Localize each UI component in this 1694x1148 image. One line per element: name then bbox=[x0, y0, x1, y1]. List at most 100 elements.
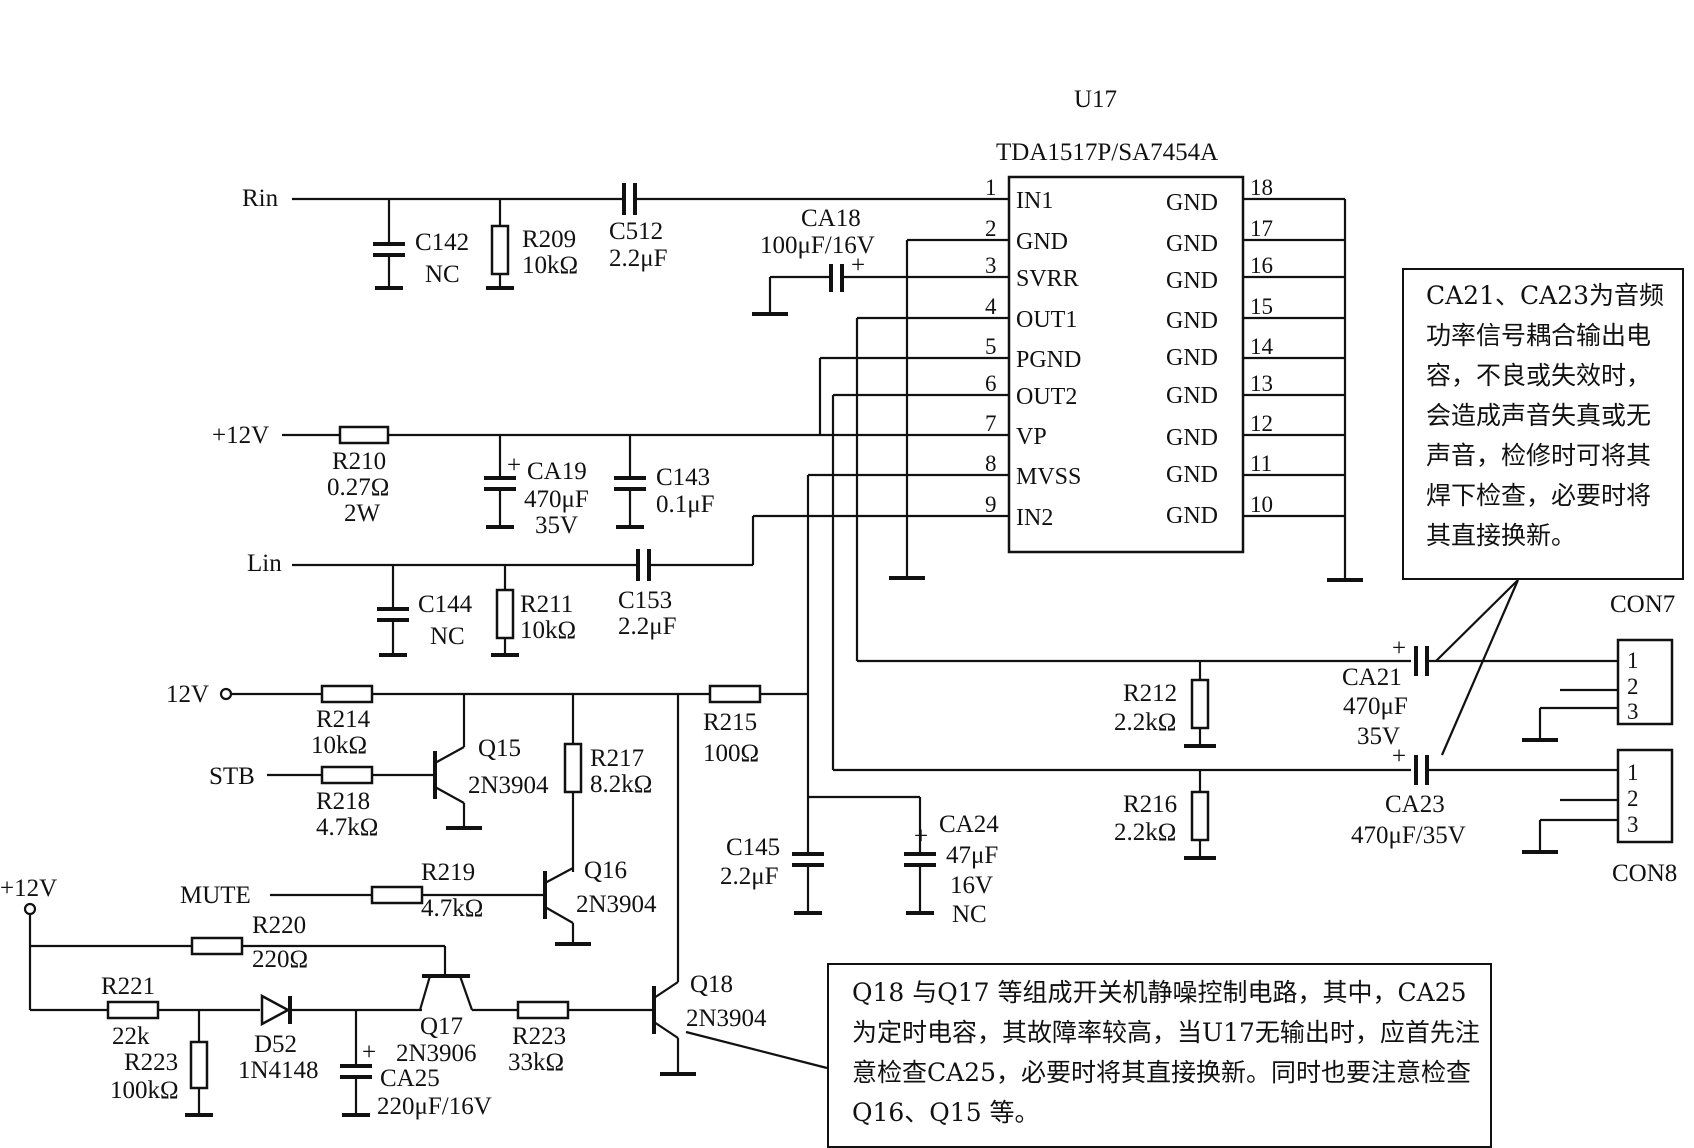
c142-value: NC bbox=[425, 261, 460, 288]
net-label-lin: Lin bbox=[247, 550, 282, 577]
ca25-plus: + bbox=[362, 1039, 376, 1066]
ca21-ref: CA21 bbox=[1342, 664, 1402, 691]
c144-ref: C144 bbox=[418, 591, 473, 618]
ca23-plus: + bbox=[1392, 743, 1406, 770]
pin-name: PGND bbox=[1016, 347, 1081, 373]
c512-ref: C512 bbox=[609, 218, 663, 245]
q15-ref: Q15 bbox=[478, 735, 521, 762]
ca25-value: 220μF/16V bbox=[377, 1093, 492, 1120]
pin-number: 3 bbox=[985, 253, 997, 278]
q16-value: 2N3904 bbox=[576, 891, 657, 918]
r215-ref: R215 bbox=[703, 709, 757, 736]
r219-ref: R219 bbox=[421, 859, 475, 886]
r218-ref: R218 bbox=[316, 788, 370, 815]
ca24-ref: CA24 bbox=[939, 811, 999, 838]
pin-name: GND bbox=[1166, 268, 1218, 294]
ic-designator: U17 bbox=[1074, 86, 1117, 113]
net-label-rin: Rin bbox=[242, 185, 279, 212]
r223a-value: 100kΩ bbox=[110, 1077, 179, 1104]
r214-value: 10kΩ bbox=[311, 732, 367, 759]
pin-number: 17 bbox=[1250, 216, 1273, 241]
q18-value: 2N3904 bbox=[686, 1005, 767, 1032]
c512-value: 2.2μF bbox=[609, 245, 668, 272]
pin-number: 11 bbox=[1250, 451, 1272, 476]
con7-pin: 3 bbox=[1627, 699, 1639, 724]
ic-u17: U17 TDA1517P/SA7454A 1 2 3 4 5 6 7 8 9 I… bbox=[976, 86, 1363, 582]
ca19-voltage: 35V bbox=[535, 512, 578, 539]
pin-name: SVRR bbox=[1016, 266, 1079, 292]
pin-number: 12 bbox=[1250, 411, 1273, 436]
note-output-capacitors: CA21、CA23为音频功率信号耦合输出电容，不良或失效时，会造成声音失真或无声… bbox=[1402, 268, 1684, 580]
c145-ref: C145 bbox=[726, 834, 780, 861]
pin-number: 14 bbox=[1250, 334, 1274, 359]
r209-value: 10kΩ bbox=[522, 252, 578, 279]
con8-ref: CON8 bbox=[1612, 860, 1677, 887]
r212-ref: R212 bbox=[1123, 680, 1177, 707]
r221-ref: R221 bbox=[101, 973, 155, 1000]
c145-value: 2.2μF bbox=[720, 863, 779, 890]
con7-pin: 2 bbox=[1627, 674, 1639, 699]
r217-ref: R217 bbox=[590, 745, 644, 772]
r214-ref: R214 bbox=[316, 706, 371, 733]
ca21-voltage: 35V bbox=[1357, 723, 1400, 750]
r212-value: 2.2kΩ bbox=[1114, 709, 1176, 736]
pin-number: 9 bbox=[985, 492, 997, 517]
ca23-ref: CA23 bbox=[1385, 791, 1445, 818]
c153-value: 2.2μF bbox=[618, 613, 677, 640]
net-label-12v-mid: 12V bbox=[166, 681, 209, 708]
c144-value: NC bbox=[430, 623, 465, 650]
pin-name: GND bbox=[1166, 190, 1218, 216]
pin-name: IN1 bbox=[1016, 188, 1053, 214]
pin-name: GND bbox=[1166, 503, 1218, 529]
pin-name: GND bbox=[1166, 425, 1218, 451]
pin-number: 16 bbox=[1250, 253, 1273, 278]
ca18-plus: + bbox=[851, 252, 865, 279]
pin-number: 2 bbox=[985, 216, 997, 241]
net-label-stb: STB bbox=[209, 763, 255, 790]
q18-ref: Q18 bbox=[690, 971, 733, 998]
c153-ref: C153 bbox=[618, 587, 672, 614]
r216-ref: R216 bbox=[1123, 791, 1177, 818]
con8-pin: 3 bbox=[1627, 812, 1639, 837]
pin-name: OUT2 bbox=[1016, 384, 1077, 410]
connector-con8: CON8 1 2 3 bbox=[1522, 748, 1677, 887]
d52-value: 1N4148 bbox=[238, 1057, 319, 1084]
r223b-value: 33kΩ bbox=[508, 1049, 564, 1076]
ca24-note: NC bbox=[952, 901, 987, 928]
d52-ref: D52 bbox=[254, 1031, 297, 1058]
pin-name: GND bbox=[1166, 462, 1218, 488]
ca21-plus: + bbox=[1392, 635, 1406, 662]
pin-number: 8 bbox=[985, 451, 997, 476]
ca21-value: 470μF bbox=[1343, 693, 1408, 720]
ca24-value: 47μF bbox=[946, 842, 998, 869]
r221-value: 22k bbox=[112, 1023, 150, 1050]
con8-pin: 2 bbox=[1627, 786, 1639, 811]
mute-timer-network: +12V R220 220Ω R221 22k R223 100kΩ D52 1… bbox=[0, 875, 828, 1120]
pin-name: OUT1 bbox=[1016, 307, 1077, 333]
r220-value: 220Ω bbox=[252, 946, 308, 973]
c143-ref: C143 bbox=[656, 464, 710, 491]
mvss-decoupling: C145 2.2μF + CA24 47μF 16V NC bbox=[720, 795, 999, 928]
q15-value: 2N3904 bbox=[468, 772, 549, 799]
c142-ref: C142 bbox=[415, 229, 469, 256]
r209-ref: R209 bbox=[522, 226, 576, 253]
rin-input-network: Rin C512 2.2μF C142 NC R209 10kΩ bbox=[242, 183, 976, 290]
ca18-ref: CA18 bbox=[801, 205, 861, 232]
pin-name: GND bbox=[1016, 229, 1068, 255]
r220-ref: R220 bbox=[252, 912, 306, 939]
net-label-mute: MUTE bbox=[180, 882, 251, 909]
con7-pin: 1 bbox=[1627, 648, 1639, 673]
pin-number: 13 bbox=[1250, 371, 1273, 396]
pin-name: IN2 bbox=[1016, 505, 1053, 531]
ca19-value: 470μF bbox=[524, 486, 589, 513]
pin-name: MVSS bbox=[1016, 464, 1081, 490]
pin-number: 7 bbox=[985, 411, 997, 436]
pin-number: 6 bbox=[985, 371, 997, 396]
ca24-voltage: 16V bbox=[950, 872, 993, 899]
pin-number: 4 bbox=[985, 294, 997, 319]
r211-value: 10kΩ bbox=[520, 617, 576, 644]
pin-number: 10 bbox=[1250, 492, 1273, 517]
pin-number: 15 bbox=[1250, 294, 1273, 319]
pin-number: 5 bbox=[985, 334, 997, 359]
